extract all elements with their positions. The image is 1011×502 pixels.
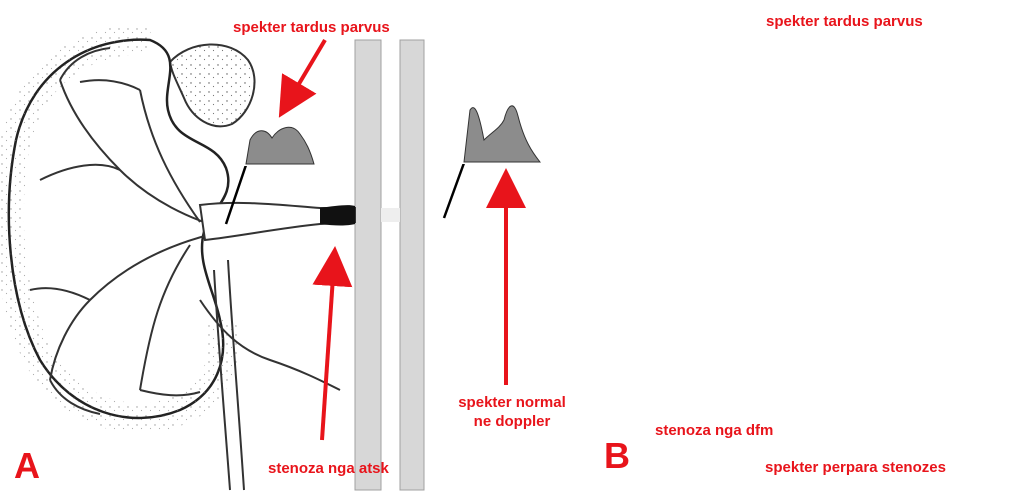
label-normal-line1: spekter normal [452,393,572,412]
arrow-stenosis-a [322,262,334,440]
panel-letter-a: A [14,448,40,484]
label-stenosis-b: stenoza nga dfm [655,421,773,440]
aorta-vessel-a [355,40,381,490]
normal-spectrum-a [462,100,540,164]
tardus-spectrum-a [244,122,314,166]
vena-cava-a [400,40,424,490]
label-tardus-parvus-a: spekter tardus parvus [233,18,390,37]
adrenal-gland-a [170,44,255,126]
label-stenosis-a: stenoza nga atsk [268,459,389,478]
label-normal-doppler-a: spekter normal ne doppler [452,393,572,431]
arrow-tardus-a [287,40,325,104]
panel-letter-b: B [604,438,630,474]
label-normal-line2: ne doppler [452,412,572,431]
label-prestenotic-b: spekter perpara stenozes [765,458,946,477]
stenosis-a [320,205,355,225]
label-tardus-parvus-b: spekter tardus parvus [766,12,923,31]
